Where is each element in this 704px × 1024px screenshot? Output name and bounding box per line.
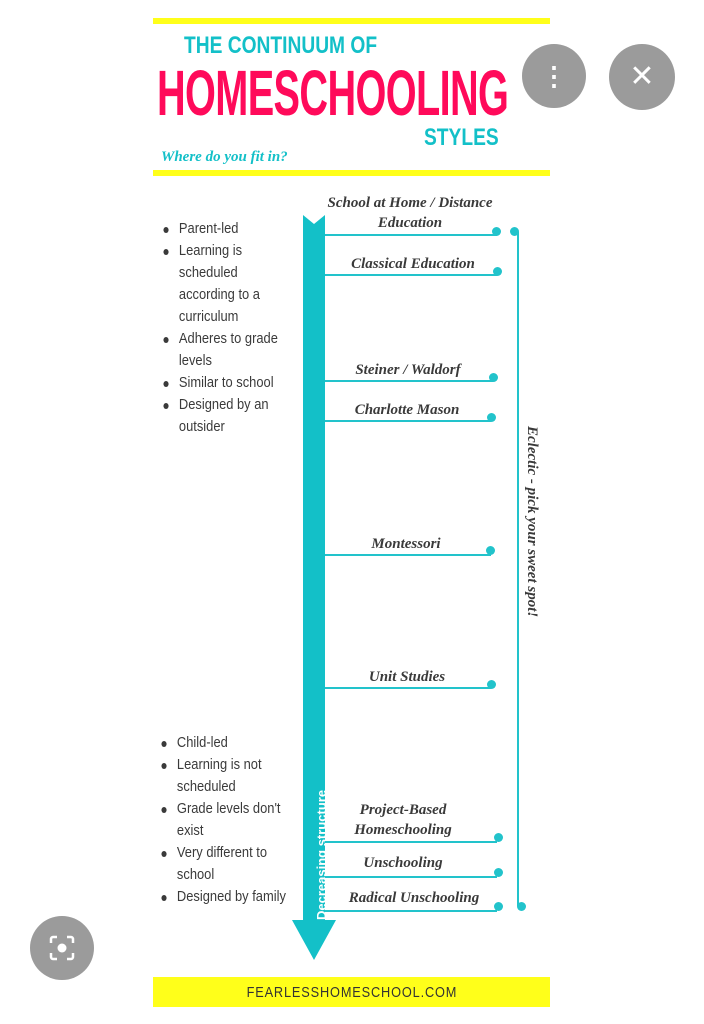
style-dot (487, 680, 496, 689)
style-dot (486, 546, 495, 555)
lens-icon (49, 935, 75, 961)
close-icon: ✕ (629, 60, 655, 93)
style-connector (325, 274, 497, 276)
style-dot (492, 227, 501, 236)
style-dot (494, 902, 503, 911)
lens-search-button[interactable] (30, 916, 94, 980)
list-item: Designed by an outsider (160, 394, 272, 438)
style-label: Steiner / Waldorf (355, 362, 461, 378)
style-connector (325, 234, 497, 236)
style-connector (325, 841, 497, 843)
footer-url: FEARLESSHOMESCHOOL.COM (246, 983, 457, 1001)
header-divider (153, 170, 550, 176)
list-item: Parent-led (160, 218, 306, 240)
list-item: Very different to school (158, 842, 278, 886)
footer-banner: FEARLESSHOMESCHOOL.COM (153, 977, 550, 1007)
style-dot (493, 267, 502, 276)
style-label: Montessori (371, 536, 441, 552)
top-divider (153, 18, 550, 24)
title-line1: THE CONTINUUM OF (184, 32, 378, 59)
unstructured-traits-list: Child-led Learning is not scheduled Grad… (158, 732, 304, 908)
style-label: Unit Studies (368, 669, 446, 685)
style-connector (325, 420, 491, 422)
title-main: HOMESCHOOLING (157, 57, 509, 129)
style-connector (325, 687, 491, 689)
style-dot (494, 868, 503, 877)
eclectic-bracket (517, 232, 519, 906)
style-label: Radical Unschooling (348, 890, 480, 906)
style-connector (325, 380, 493, 382)
list-item: Learning is scheduled according to a cur… (160, 240, 272, 328)
style-dot (494, 833, 503, 842)
eclectic-label: Eclectic - pick your sweet spot! (524, 426, 540, 618)
list-item: Child-led (158, 732, 304, 754)
style-dot (487, 413, 496, 422)
more-vert-icon: ⋮ (541, 61, 567, 91)
list-item: Designed by family (158, 886, 304, 908)
structured-traits-list: Parent-led Learning is scheduled accordi… (160, 218, 306, 438)
style-label: School at Home / Distance Education (327, 195, 493, 231)
style-label: Project-Based Homeschooling (354, 802, 452, 838)
style-connector (325, 910, 497, 912)
style-label: Unschooling (363, 855, 443, 871)
more-options-button[interactable]: ⋮ (522, 44, 586, 108)
close-button[interactable]: ✕ (609, 44, 675, 110)
decreasing-structure-arrow (292, 215, 336, 960)
title-line3: STYLES (424, 124, 499, 151)
bracket-dot (517, 902, 526, 911)
style-dot (489, 373, 498, 382)
list-item: Grade levels don't exist (158, 798, 287, 842)
list-item: Adheres to grade levels (160, 328, 289, 372)
subtitle: Where do you fit in? (161, 149, 288, 165)
list-item: Similar to school (160, 372, 306, 394)
style-connector (325, 554, 491, 556)
style-label: Charlotte Mason (354, 402, 460, 418)
style-connector (325, 876, 497, 878)
style-label: Classical Education (351, 256, 475, 272)
list-item: Learning is not scheduled (158, 754, 270, 798)
bracket-dot (510, 227, 519, 236)
